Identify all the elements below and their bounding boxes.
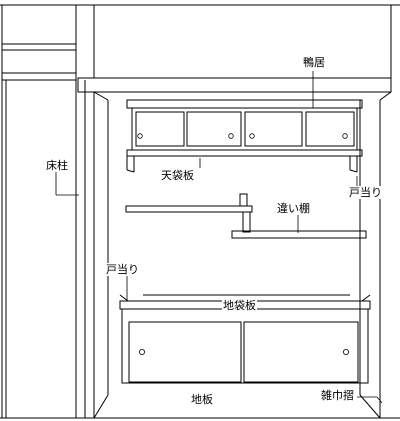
upper-cabinet: [126, 99, 363, 173]
jiita-label: 地板: [190, 393, 214, 406]
alcove-inner: [93, 92, 381, 419]
toatari-upper-label: 戸当り: [348, 186, 383, 199]
upper-wall: [93, 5, 392, 78]
tokobashira-post: [75, 5, 86, 418]
chigaidana-label: 違い棚: [276, 202, 311, 215]
zokinzuri-label: 雑巾摺: [320, 389, 355, 402]
upper-cabinet-doors: [135, 111, 355, 147]
left-side-panel: [2, 43, 76, 418]
toatari-lower-label: 戸当り: [105, 263, 140, 276]
chigaidana-shelves: [125, 193, 367, 239]
kamoi-lintel: [77, 77, 392, 101]
tokobashira-label: 床柱: [45, 159, 69, 172]
lower-cabinet-doors: [128, 321, 359, 383]
kamoi-label: 鴨居: [302, 56, 326, 69]
leader-lines: [55, 71, 383, 404]
jibukuroita-label: 地袋板: [222, 299, 257, 312]
tenbukuroita-label: 天袋板: [160, 169, 195, 182]
outer-frame: [0, 4, 400, 419]
